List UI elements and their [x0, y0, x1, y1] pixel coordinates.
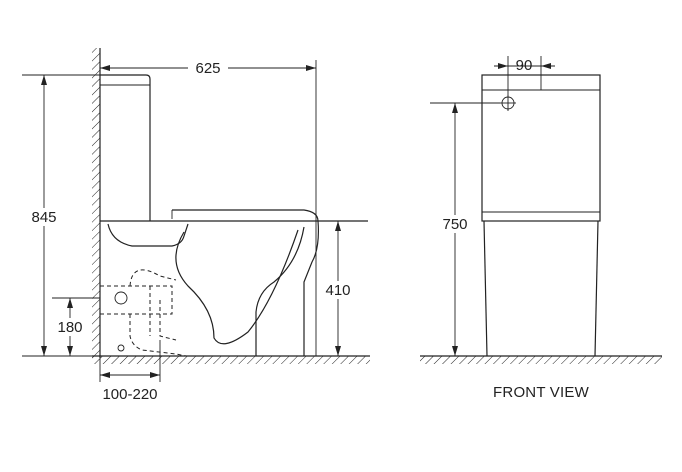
- dim-overall-height: [22, 74, 100, 357]
- dim-rough-in: [99, 340, 161, 382]
- dim-label-rough-in: 100-220: [102, 386, 157, 403]
- bowl-inner-front: [255, 226, 305, 356]
- cistern-front: [481, 74, 601, 222]
- dim-label-90: 90: [516, 57, 533, 74]
- bowl-outer: [303, 220, 319, 356]
- floor-hatch: [92, 356, 370, 364]
- dim-inlet-offset: [494, 56, 555, 96]
- front-floor-hatch: [420, 356, 662, 364]
- base-left: [483, 220, 488, 357]
- dim-outlet-height: [52, 297, 100, 356]
- outlet-hole-icon: [114, 291, 128, 305]
- outlet-dashed: [100, 269, 187, 357]
- wall-hatch: [92, 48, 100, 358]
- dim-label-750: 750: [442, 216, 467, 233]
- front-view-caption: FRONT VIEW: [493, 384, 590, 401]
- dim-label-625: 625: [195, 60, 220, 77]
- dim-seat-height: [320, 221, 356, 356]
- front-view: 90 750 FRONT VIEW: [420, 56, 662, 401]
- dim-label-180: 180: [57, 319, 82, 336]
- dim-cistern-height: [430, 102, 500, 356]
- trap-bowl: [175, 229, 299, 345]
- base-right: [594, 220, 599, 357]
- dim-label-845: 845: [31, 209, 56, 226]
- trap-top: [107, 223, 189, 247]
- seat-lid: [172, 209, 319, 222]
- side-view: 625 845 410 180: [22, 48, 370, 403]
- dim-overall-depth: [100, 58, 317, 356]
- fixing-hole-icon: [117, 344, 125, 352]
- dim-label-410: 410: [325, 282, 350, 299]
- cistern-side: [100, 74, 151, 221]
